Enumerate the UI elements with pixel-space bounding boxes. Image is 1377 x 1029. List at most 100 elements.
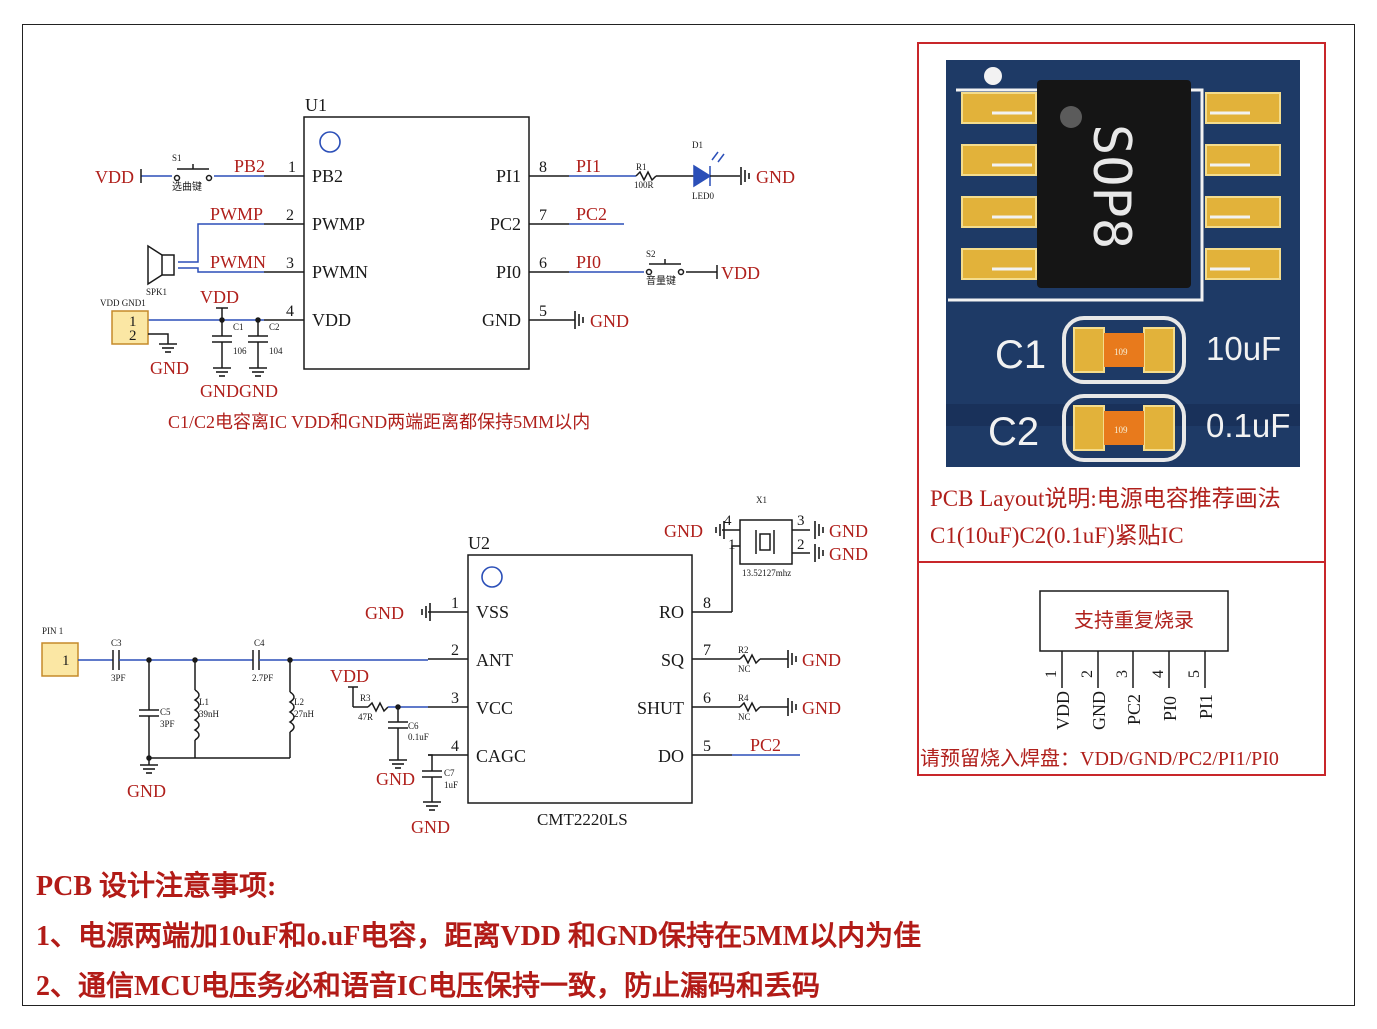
power-label-gnd: GND <box>756 167 795 187</box>
part-value-c2: 104 <box>269 346 283 356</box>
u2-ref: U2 <box>468 533 490 553</box>
u2-pin-num: 3 <box>451 690 459 707</box>
u2-pin-name: RO <box>659 602 684 622</box>
pin1-dot <box>984 67 1002 85</box>
power-label-gnd: GND <box>802 698 841 718</box>
burn-pin-name: PI1 <box>1196 694 1216 719</box>
pcb-note-line-2: 2、通信MCU电压务必和语音IC电压保持一致，防止漏码和丢码 <box>36 971 820 1002</box>
part-value-c3: 3PF <box>111 673 126 683</box>
pcb-note-line-1: 1、电源两端加10uF和o.uF电容，距离VDD 和GND保持在5MM以内为佳 <box>36 921 922 952</box>
u2-pin-name: SHUT <box>637 698 684 718</box>
burn-pin-num: 4 <box>1150 670 1167 678</box>
net-label-pi1: PI1 <box>576 156 601 176</box>
part-ref-c6: C6 <box>408 721 419 731</box>
net-label-pwmp: PWMP <box>210 204 263 224</box>
u2-pin-num: 1 <box>451 595 459 612</box>
power-label-vdd: VDD <box>200 287 239 307</box>
u2-pin-num: 7 <box>703 642 711 659</box>
part-ref-c3: C3 <box>111 638 122 648</box>
part-ref-r3: R3 <box>360 693 371 703</box>
power-label-gnd: GND <box>802 650 841 670</box>
net-label-pb2: PB2 <box>234 156 265 176</box>
crystal-pin-num: 3 <box>797 513 805 529</box>
power-label-vdd: VDD <box>721 263 760 283</box>
burn-pin-num: 1 <box>1043 670 1060 678</box>
part-ref-x1: X1 <box>756 495 767 505</box>
crystal-pin-num: 2 <box>797 537 805 553</box>
power-label-gnd: GND <box>664 521 703 541</box>
conn-pin-num: 1 <box>129 314 137 330</box>
power-label-gnd-pair: GNDGND <box>200 381 278 401</box>
part-label-s1: 选曲键 <box>172 180 202 193</box>
power-label-gnd: GND <box>829 521 868 541</box>
u1-pin-num: 8 <box>539 159 547 176</box>
chip-label: SOP8 <box>1081 124 1141 249</box>
burn-pin-num: 3 <box>1114 670 1131 678</box>
part-ref-l2: L2 <box>294 697 304 707</box>
u2-pin-name: VSS <box>476 602 509 622</box>
part-value-r2: NC <box>738 664 751 674</box>
part-label-s2: 音量键 <box>646 274 676 287</box>
part-value-c4: 2.7PF <box>252 673 273 683</box>
part-ref-c7: C7 <box>444 768 455 778</box>
layout-desc-line2: C1(10uF)C2(0.1uF)紧贴IC <box>930 523 1184 548</box>
part-value-l1: 39nH <box>199 709 220 719</box>
part-ref-r1: R1 <box>636 162 647 172</box>
u2-pin-num: 8 <box>703 595 711 612</box>
u2-pin-num: 4 <box>451 738 459 755</box>
u1-pin-num: 1 <box>288 159 296 176</box>
part-value-c5: 3PF <box>160 719 175 729</box>
burn-pad-note: 请预留烧入焊盘：VDD/GND/PC2/PI1/PI0 <box>920 747 1279 770</box>
pad-mark: 109 <box>1114 425 1128 435</box>
pad-mark: 109 <box>1114 347 1128 357</box>
part-ref-pin1: PIN 1 <box>42 626 63 636</box>
u1-pin-num: 7 <box>539 207 547 224</box>
power-label-gnd: GND <box>829 544 868 564</box>
part-value-r3: 47R <box>358 712 373 722</box>
burn-pin-num: 5 <box>1186 670 1203 678</box>
net-label-pi0: PI0 <box>576 252 601 272</box>
part-value-r1: 100R <box>634 180 654 190</box>
part-value-x1: 13.52127mhz <box>742 568 791 578</box>
pcb-notes-title: PCB 设计注意事项: <box>36 871 277 902</box>
u1-pin-name: GND <box>482 310 521 330</box>
burn-pin-name: PI0 <box>1160 696 1180 721</box>
part-value-l2: 27nH <box>294 709 315 719</box>
u2-pin-name: SQ <box>661 650 684 670</box>
u1-pin1-marker <box>319 131 341 153</box>
u1-pin-name: PC2 <box>490 214 521 234</box>
part-ref-c4: C4 <box>254 638 265 648</box>
part-ref-l1: L1 <box>199 697 209 707</box>
part-ref-d1: D1 <box>692 140 703 150</box>
conn-pin-num: 2 <box>129 328 137 344</box>
crystal-pin-num: 1 <box>728 537 736 553</box>
power-label-gnd: GND <box>150 358 189 378</box>
u1-pin-num: 2 <box>286 207 294 224</box>
layout-desc-line1: PCB Layout说明:电源电容推荐画法 <box>930 486 1281 511</box>
u1-pin-num: 6 <box>539 255 547 272</box>
power-label-gnd: GND <box>590 311 629 331</box>
part-ref-conn: VDD GND1 <box>100 298 146 308</box>
drawing-frame <box>22 24 1355 1006</box>
sop8-chip <box>1037 80 1191 288</box>
part-value-c1: 106 <box>233 346 247 356</box>
u1-pin-name: PWMN <box>312 262 368 282</box>
net-label-pc2: PC2 <box>576 204 607 224</box>
crystal-pin-num: 4 <box>724 513 732 529</box>
u1-pin-num: 3 <box>286 255 294 272</box>
u1-pin-name: VDD <box>312 310 351 330</box>
burn-pin-name: GND <box>1089 691 1109 730</box>
power-label-vdd: VDD <box>95 167 134 187</box>
c1-footprint-label: C1 <box>995 333 1046 377</box>
u1-ref: U1 <box>305 95 327 115</box>
u1-schematic <box>111 116 750 377</box>
c2-footprint-label: C2 <box>988 410 1039 454</box>
power-label-gnd: GND <box>376 769 415 789</box>
power-label-gnd: GND <box>411 817 450 837</box>
u1-pin-num: 4 <box>286 303 294 320</box>
u1-text: U1 PB2 PWMP PWMN VDD PI1 PC2 PI0 GND 1 2… <box>95 95 795 432</box>
u2-pin-name: VCC <box>476 698 513 718</box>
part-ref-c1: C1 <box>233 322 244 332</box>
u2-schematic <box>41 519 824 811</box>
